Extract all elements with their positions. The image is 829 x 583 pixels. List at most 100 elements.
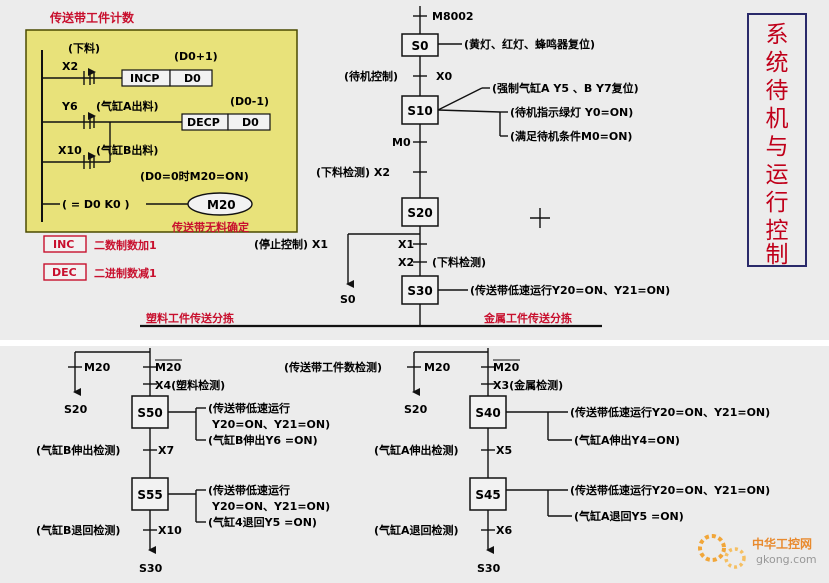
s55-action-2: Y20=ON、Y21=ON) [211, 500, 330, 513]
rung4-caption: 传送带无料确定 [171, 220, 249, 234]
s50-action-1: (传送带低速运行 [208, 401, 290, 415]
s10-action-2: (待机指示绿灯 Y0=ON) [510, 105, 633, 119]
t-s0-cond: X0 [436, 70, 452, 83]
main-chart-lines [140, 6, 602, 328]
svg-text:机: 机 [766, 106, 789, 132]
rung3-contact-label: X10 [58, 144, 82, 157]
step-s30 [401, 275, 439, 305]
s40-action-2: (气缸A伸出Y4=ON) [574, 433, 680, 447]
rung2-comment: (气缸A出料) [96, 99, 159, 113]
t-s10-label: (下料检测) X2 [316, 165, 390, 179]
rung4-compare: ( = D0 K0 ) [62, 198, 130, 211]
branch-x2-label: (下料检测) [432, 255, 486, 269]
plastic-branch-lines [68, 348, 206, 540]
metal-s20-target: S20 [404, 403, 428, 416]
init-trigger: M8002 [432, 10, 474, 23]
svg-text:系: 系 [766, 22, 789, 48]
t-s55-label: (气缸B退回检测) [36, 523, 120, 537]
vertical-title: 系 统 待 机 与 运 行 控 制 [766, 22, 789, 268]
s45-action-2: (气缸A退回Y5 =ON) [574, 509, 684, 523]
watermark-brand: 中华工控网 [752, 536, 812, 551]
t-s50-cond: X7 [158, 444, 174, 457]
svg-text:制: 制 [766, 242, 789, 268]
divider [0, 340, 829, 346]
s10-action-1: (强制气缸A Y5 、B Y7复位) [492, 81, 639, 95]
step-s0-label: S0 [412, 39, 429, 53]
rung1-contact-label: X2 [62, 60, 78, 73]
t-s55-cond: X10 [158, 524, 182, 537]
s45-action-1: (传送带低速运行Y20=ON、Y21=ON) [570, 483, 770, 497]
rung1-comment: (下料) [68, 41, 100, 55]
plastic-s20-target: S20 [64, 403, 88, 416]
legend-inc-desc: 二数制数加1 [94, 238, 157, 252]
metal-end-target: S30 [477, 562, 501, 575]
t-s10-cond: M0 [392, 136, 411, 149]
s55-action-3: (气缸4退回Y5 =ON) [208, 515, 317, 529]
rung1-operand: (D0+1) [174, 50, 218, 63]
decp-label: DECP [187, 116, 220, 129]
gear-icon [698, 534, 726, 562]
cmp-bg [60, 196, 146, 212]
decp-reg: D0 [242, 116, 259, 129]
watermark-url: gkong.com [756, 553, 817, 566]
rung2-contact-label: Y6 [61, 100, 78, 113]
s10-action-3: (满足待机条件M0=ON) [510, 129, 632, 143]
step-s45 [469, 477, 507, 511]
incp-reg-box [169, 69, 213, 87]
step-s50-label: S50 [137, 406, 162, 420]
step-s55 [131, 477, 169, 511]
legend-inc-key: INC [53, 238, 74, 251]
rung2-operand: (D0-1) [230, 95, 269, 108]
svg-text:行: 行 [766, 190, 789, 216]
t-s50-label: (气缸B伸出检测) [36, 443, 120, 457]
m20-coil [187, 192, 253, 216]
legend-dec-key: DEC [52, 266, 77, 279]
svg-text:运: 运 [766, 162, 789, 188]
step-s0 [401, 33, 439, 57]
counter-title: 传送带工件计数 [49, 10, 135, 25]
step-s45-label: S45 [475, 488, 500, 502]
step-s30-label: S30 [407, 284, 432, 298]
svg-text:控: 控 [766, 218, 789, 244]
s40-action-1: (传送带低速运行Y20=ON、Y21=ON) [570, 405, 770, 419]
svg-text:待: 待 [766, 78, 789, 104]
s50-action-3: (气缸B伸出Y6 =ON) [208, 433, 318, 447]
metal-top-label: (传送带工件数检测) [284, 360, 382, 374]
branch-x2: X2 [398, 256, 414, 269]
metal-m20-right: M20 [493, 361, 520, 374]
t-s45-cond: X6 [496, 524, 512, 537]
selection-left-label: 塑料工件传送分拣 [146, 311, 234, 325]
s30-action: (传送带低速运行Y20=ON、Y21=ON) [470, 283, 670, 297]
t-s40-label: (气缸A伸出检测) [374, 443, 459, 457]
plastic-x4: X4(塑料检测) [155, 378, 225, 392]
t-s0-label: (待机控制) [344, 69, 398, 83]
metal-m20-left: M20 [424, 361, 451, 374]
legend-dec-desc: 二进制数减1 [94, 266, 157, 280]
stop-label: (停止控制) X1 [254, 237, 328, 251]
svg-text:统: 统 [766, 50, 789, 76]
incp-label: INCP [130, 72, 159, 85]
step-s40 [469, 395, 507, 429]
s0-action: (黄灯、红灯、蜂鸣器复位) [464, 37, 595, 51]
vertical-title-box [747, 13, 807, 267]
step-s55-label: S55 [137, 488, 162, 502]
step-s20-label: S20 [407, 206, 432, 220]
plastic-m20-left: M20 [84, 361, 111, 374]
s55-action-1: (传送带低速运行 [208, 483, 290, 497]
stop-target: S0 [340, 293, 356, 306]
legend-inc-box [43, 235, 87, 253]
legend-dec-box [43, 263, 87, 281]
rung3-comment: (气缸B出料) [96, 143, 158, 157]
gkong-watermark: 中华工控网 gkong.com [698, 534, 817, 569]
plastic-m20-right: M20 [155, 361, 182, 374]
svg-text:与: 与 [766, 134, 789, 160]
decp-reg-box [227, 113, 271, 131]
step-s40-label: S40 [475, 406, 500, 420]
step-s10 [401, 95, 439, 125]
branch-x1: X1 [398, 238, 414, 251]
metal-x3: X3(金属检测) [493, 378, 563, 392]
incp-reg: D0 [184, 72, 201, 85]
rung4-note: (D0=0时M20=ON) [140, 169, 249, 183]
